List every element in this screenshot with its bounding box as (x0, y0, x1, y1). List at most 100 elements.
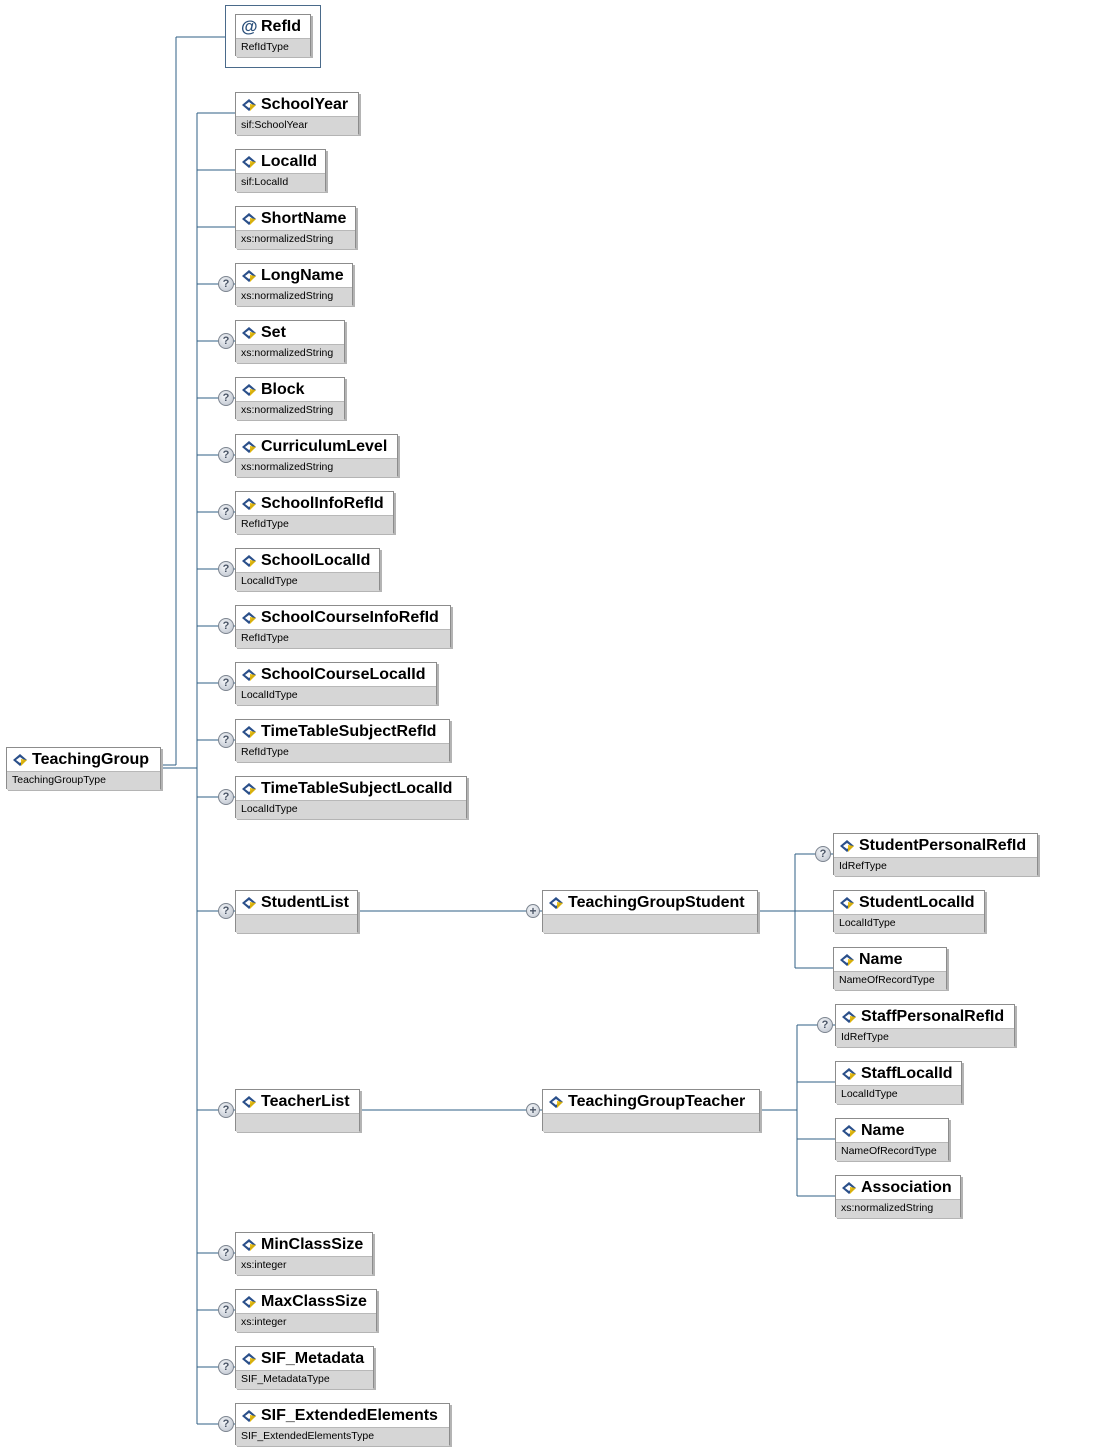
node-header: StudentLocalId (834, 891, 984, 914)
node-label: SchoolCourseInfoRefId (261, 608, 439, 626)
node-header: SchoolCourseInfoRefId (236, 606, 450, 629)
element-icon (840, 839, 854, 852)
node-label: TeacherList (261, 1092, 350, 1110)
node-header: TimeTableSubjectRefId (236, 720, 449, 743)
element-icon (242, 212, 256, 225)
element-icon (549, 1095, 563, 1108)
node-header: SIF_Metadata (236, 1347, 373, 1370)
node-type: NameOfRecordType (836, 1142, 948, 1161)
optional-icon: ? (218, 447, 234, 463)
element-icon (242, 1238, 256, 1251)
node-type: LocalIdType (836, 1085, 961, 1104)
element-icon (842, 1067, 856, 1080)
node-type: sif:SchoolYear (236, 116, 358, 135)
node-type: IdRefType (836, 1028, 1014, 1047)
node-type: LocalIdType (236, 800, 466, 819)
node-type: xs:integer (236, 1313, 376, 1332)
optional-icon: ? (218, 561, 234, 577)
node-label: SchoolLocalId (261, 551, 371, 569)
node-header: SchoolInfoRefId (236, 492, 393, 515)
element-icon (242, 1409, 256, 1422)
node-label: Association (861, 1178, 952, 1196)
node-label: StudentPersonalRefId (859, 836, 1027, 854)
node-header: TeachingGroup (7, 748, 160, 771)
element-icon (842, 1181, 856, 1194)
node-type (236, 914, 357, 933)
element-icon (842, 1124, 856, 1137)
node-type: LocalIdType (236, 572, 379, 591)
node-header: Set (236, 321, 344, 344)
element-teaching-group-student[interactable]: TeachingGroupStudent (542, 890, 758, 933)
expand-icon[interactable]: + (526, 1103, 540, 1117)
optional-icon: ? (815, 846, 831, 862)
element-min-class-size[interactable]: MinClassSize xs:integer (235, 1232, 373, 1275)
element-icon (242, 725, 256, 738)
element-icon (242, 1295, 256, 1308)
node-label: StudentLocalId (859, 893, 975, 911)
node-type (236, 1113, 359, 1132)
node-type: sif:LocalId (236, 173, 325, 192)
element-teacher-list[interactable]: TeacherList (235, 1089, 360, 1132)
element-icon (549, 896, 563, 909)
element-school-year[interactable]: SchoolYear sif:SchoolYear (235, 92, 359, 135)
node-type: RefIdType (236, 38, 310, 57)
node-header: @RefId (236, 15, 310, 38)
element-icon (242, 269, 256, 282)
expand-icon[interactable]: + (526, 904, 540, 918)
node-header: StaffLocalId (836, 1062, 961, 1085)
node-type: xs:normalizedString (236, 401, 344, 420)
node-label: MinClassSize (261, 1235, 364, 1253)
optional-icon: ? (218, 1416, 234, 1432)
node-type (543, 914, 757, 933)
node-header: SchoolCourseLocalId (236, 663, 436, 686)
node-label: TimeTableSubjectRefId (261, 722, 437, 740)
node-type: TeachingGroupType (7, 771, 160, 790)
element-student-list[interactable]: StudentList (235, 890, 358, 933)
element-icon (242, 668, 256, 681)
optional-icon: ? (218, 903, 234, 919)
node-header: StaffPersonalRefId (836, 1005, 1014, 1028)
node-label: Name (861, 1121, 905, 1139)
node-header: LongName (236, 264, 352, 287)
node-header: Name (834, 948, 946, 971)
node-type: xs:normalizedString (236, 230, 355, 249)
element-icon (242, 155, 256, 168)
element-teaching-group-teacher[interactable]: TeachingGroupTeacher (542, 1089, 760, 1132)
node-label: SchoolInfoRefId (261, 494, 384, 512)
node-label: SchoolYear (261, 95, 349, 113)
node-header: TeacherList (236, 1090, 359, 1113)
optional-icon: ? (218, 1245, 234, 1261)
node-header: SIF_ExtendedElements (236, 1404, 449, 1427)
node-type: xs:integer (236, 1256, 372, 1275)
element-icon (242, 782, 256, 795)
optional-icon: ? (218, 1102, 234, 1118)
node-type: NameOfRecordType (834, 971, 946, 990)
node-type: LocalIdType (236, 686, 436, 705)
element-icon (242, 554, 256, 567)
node-label: SIF_ExtendedElements (261, 1406, 438, 1424)
